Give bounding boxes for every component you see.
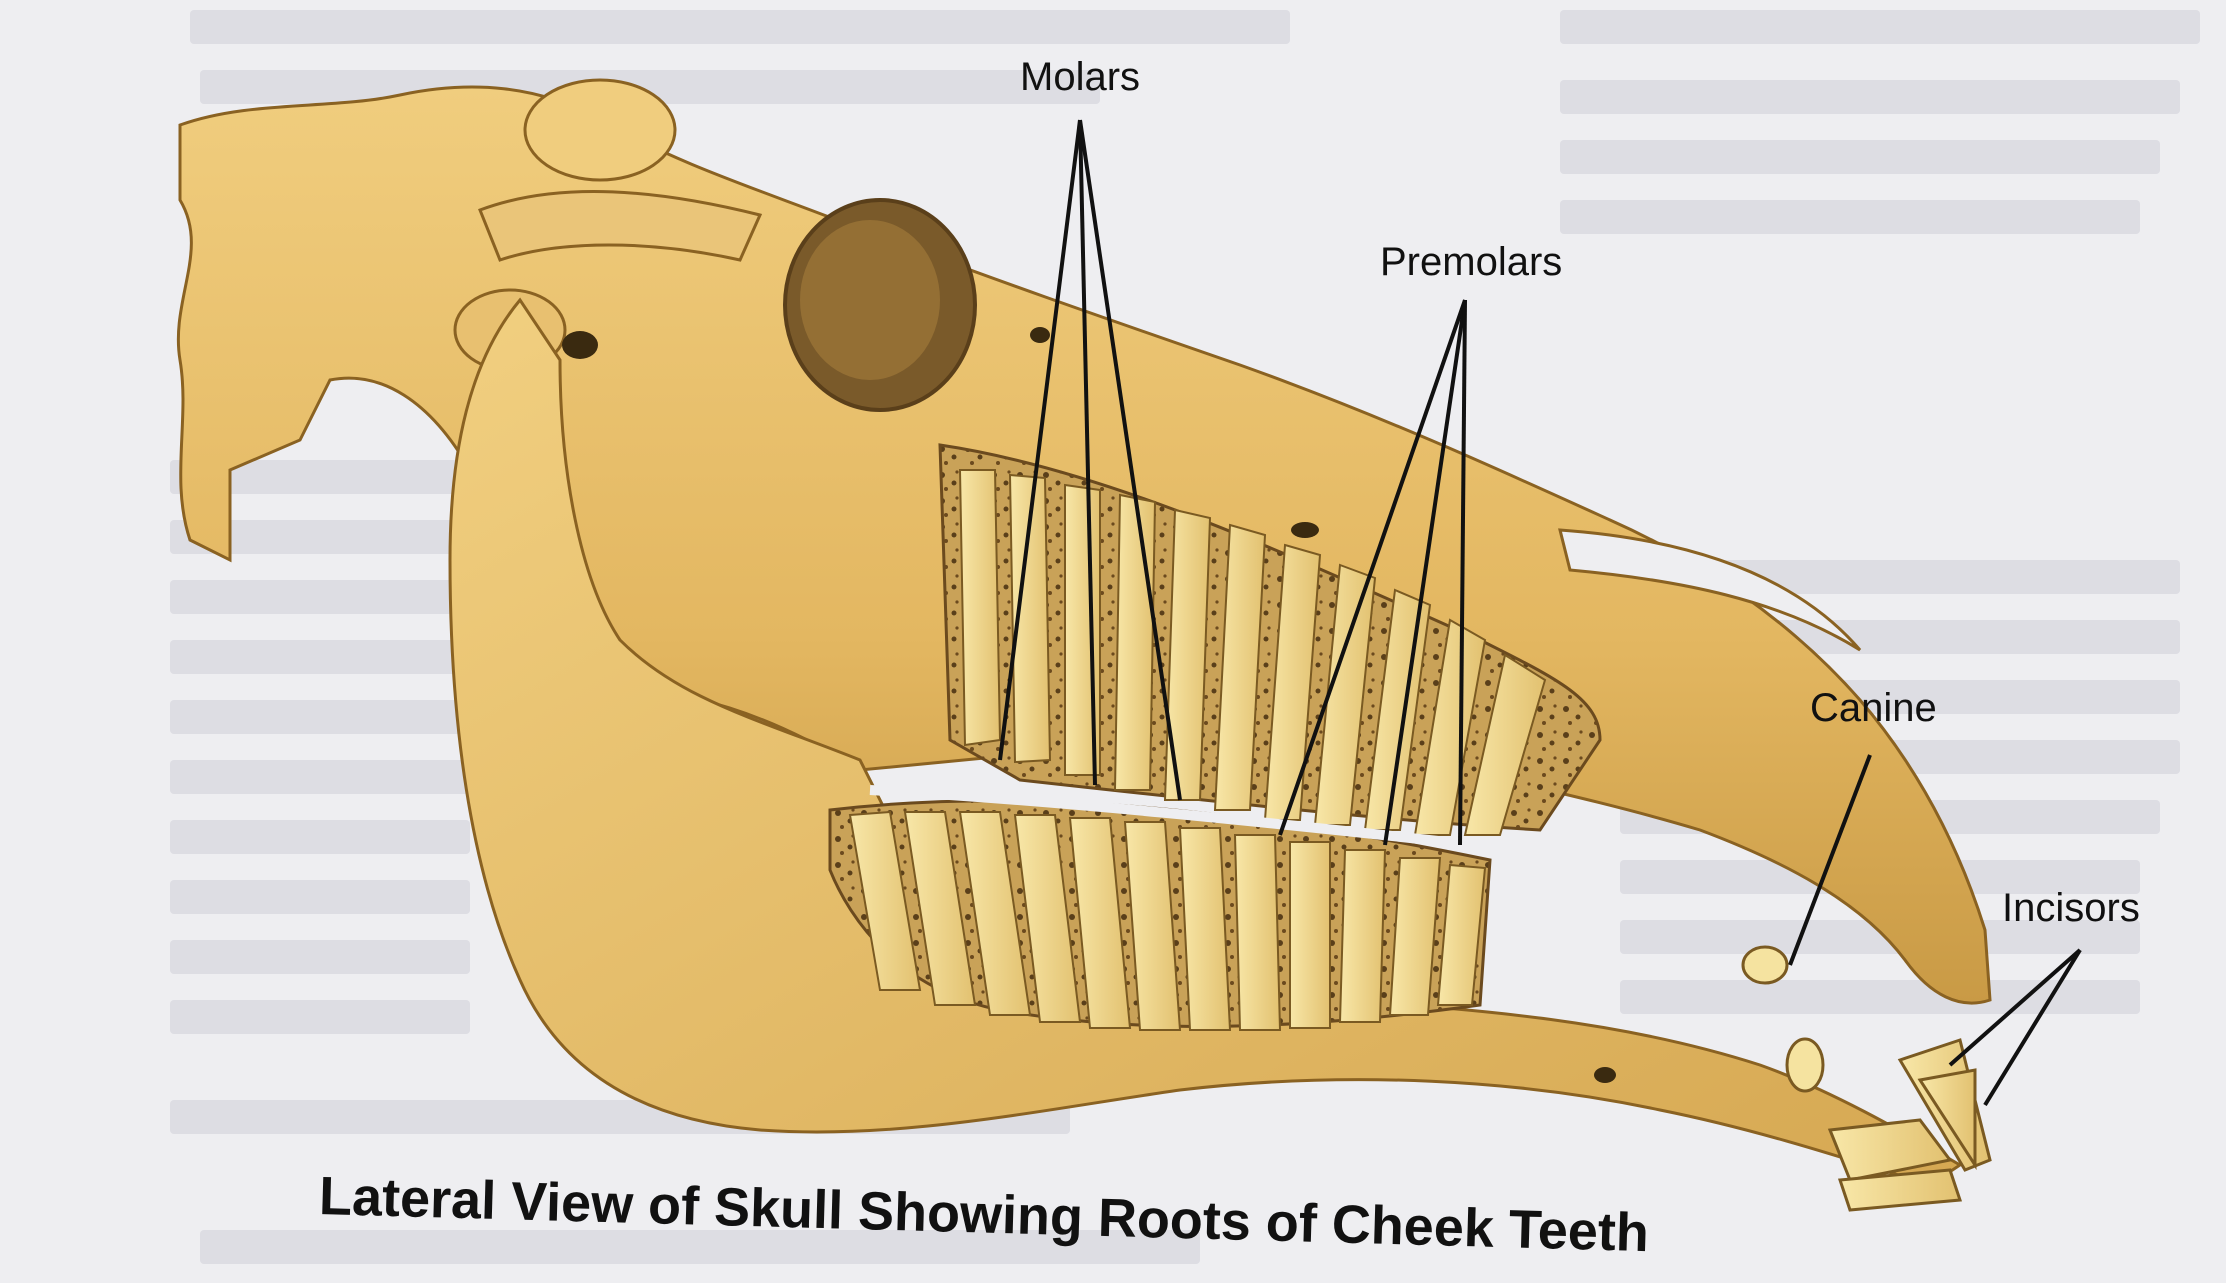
molars-leader-2 [1078,119,1097,786]
canine-tooth [1741,945,1789,985]
canine-label: Canine [1810,686,1937,730]
incisors-leader-1 [1948,948,2082,1067]
nasal-notch [1558,528,1862,652]
leader-lines [998,119,2082,1107]
canine-leader [1788,754,1872,966]
premolars-leader-3 [1458,299,1467,846]
incisor-teeth [1827,1038,1992,1212]
incisors-leader-2 [1983,948,2082,1107]
molars-label: Molars [1020,55,1141,99]
molars-leader-3 [1078,119,1182,801]
zygomatic-arch [478,190,763,262]
incisors-label: Incisors [2002,886,2140,930]
molars-leader-1 [998,119,1082,761]
premolars-leader-1 [1278,299,1467,836]
premolars-leader-2 [1383,299,1467,846]
premolars-label: Premolars [1380,240,1563,284]
mandible-bone [448,297,1963,1187]
lower-cheek-teeth [848,810,1487,1031]
occlusal-line [869,785,1521,855]
